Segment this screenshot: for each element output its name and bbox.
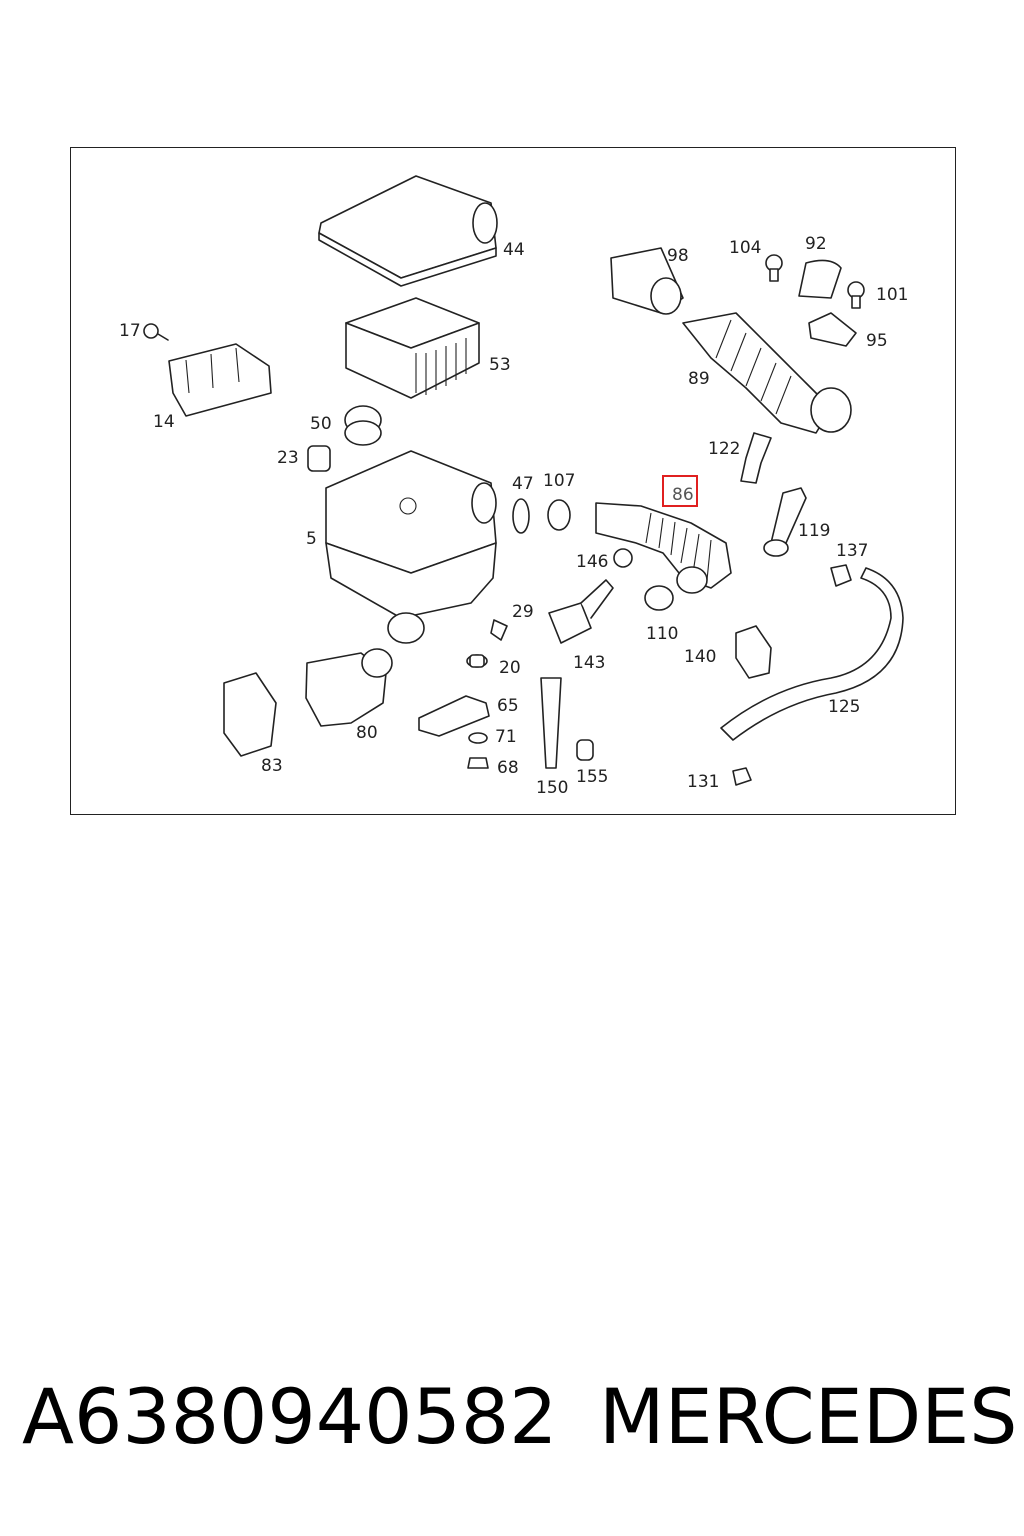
- callout-155: 155: [576, 767, 608, 787]
- air-filter-housing-part: [325, 450, 497, 644]
- callout-14: 14: [153, 412, 175, 432]
- callout-29: 29: [512, 602, 534, 622]
- callout-68: 68: [497, 758, 519, 778]
- highlight-box-86: [662, 475, 698, 507]
- callout-98: 98: [667, 246, 689, 266]
- rubber-mount-part: [466, 654, 488, 668]
- callout-101: 101: [876, 285, 908, 305]
- callout-20: 20: [499, 658, 521, 678]
- callout-23: 23: [277, 448, 299, 468]
- hose-clamp-bracket-part: [798, 259, 842, 299]
- callout-80: 80: [356, 723, 378, 743]
- air-mass-meter-part: [610, 247, 684, 315]
- hose-nut-part: [732, 767, 752, 786]
- callout-71: 71: [495, 727, 517, 747]
- washer-part: [468, 732, 488, 744]
- callout-131: 131: [687, 772, 719, 792]
- part-info-footer: A6380940582 MERCEDES: [22, 1372, 1017, 1462]
- hex-bolt-part: [847, 281, 865, 309]
- nut-part: [467, 757, 489, 769]
- callout-89: 89: [688, 369, 710, 389]
- callout-17: 17: [119, 321, 141, 341]
- vent-hose-part: [720, 567, 904, 741]
- bolt-part: [765, 254, 783, 282]
- clamp-part: [644, 585, 674, 611]
- bracket-part: [168, 343, 272, 417]
- callout-53: 53: [489, 355, 511, 375]
- duct-gasket-part: [223, 672, 277, 757]
- callout-65: 65: [497, 696, 519, 716]
- mounting-plate-part: [418, 695, 490, 737]
- callout-143: 143: [573, 653, 605, 673]
- callout-150: 150: [536, 778, 568, 798]
- small-grommet-part: [576, 739, 594, 761]
- grommet-part: [307, 445, 331, 472]
- mounting-bracket-part: [808, 312, 857, 347]
- air-filter-element-part: [345, 297, 480, 399]
- callout-104: 104: [729, 238, 761, 258]
- hose-clip-part: [830, 564, 852, 587]
- callout-146: 146: [576, 552, 608, 572]
- callout-110: 110: [646, 624, 678, 644]
- hose-holder-part: [735, 625, 772, 679]
- brand-name: MERCEDES: [599, 1372, 1018, 1461]
- breather-pipe-part: [763, 487, 807, 557]
- callout-86: 86: [672, 485, 694, 505]
- part-number: A6380940582: [22, 1372, 558, 1461]
- callout-95: 95: [866, 331, 888, 351]
- corrugated-hose-part: [682, 312, 852, 434]
- seal-ring-part: [512, 498, 530, 534]
- callout-47: 47: [512, 474, 534, 494]
- callout-92: 92: [805, 234, 827, 254]
- parts-diagram: 44 98 104 92 101 17 53 95 89 14 50 122 2…: [119, 175, 908, 798]
- intake-duct-part: [305, 648, 393, 727]
- callout-5: 5: [306, 529, 317, 549]
- callout-107: 107: [543, 471, 575, 491]
- hose-clamp-part: [547, 499, 571, 531]
- callout-83: 83: [261, 756, 283, 776]
- callout-125: 125: [828, 697, 860, 717]
- parts-diagram-frame: 44 98 104 92 101 17 53 95 89 14 50 122 2…: [70, 147, 956, 815]
- callout-119: 119: [798, 521, 830, 541]
- breather-hose-part: [740, 432, 772, 484]
- callout-50: 50: [310, 414, 332, 434]
- plug-part: [344, 405, 382, 446]
- callout-122: 122: [708, 439, 740, 459]
- connector-part: [548, 579, 614, 644]
- callout-44: 44: [503, 240, 525, 260]
- seal-strip-part: [540, 677, 562, 769]
- callout-140: 140: [684, 647, 716, 667]
- clip-part: [490, 619, 508, 641]
- callout-137: 137: [836, 541, 868, 561]
- air-filter-lid-part: [318, 175, 498, 287]
- intake-hose-part: [595, 502, 732, 594]
- screw-part: [143, 323, 169, 341]
- sensor-part: [613, 548, 633, 568]
